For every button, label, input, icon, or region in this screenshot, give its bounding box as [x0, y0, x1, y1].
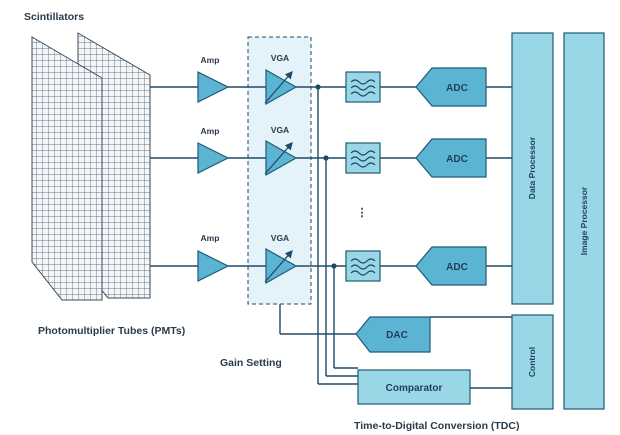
vga-channel-1: VGA — [264, 53, 298, 106]
adc-block-2: ADC — [415, 138, 487, 178]
amp-channel-2: Amp — [197, 126, 230, 174]
dac-block: DAC — [355, 316, 431, 353]
data-processor-label: Data Processor — [527, 136, 537, 199]
pmts-label: Photomultiplier Tubes (PMTs) — [38, 325, 185, 337]
vga-channel-3: VGA — [264, 233, 298, 285]
vga-label: VGA — [271, 53, 289, 63]
data-processor-block: Data Processor — [511, 32, 554, 305]
junction-dot — [315, 84, 321, 90]
adc-label: ADC — [446, 154, 468, 165]
amp-label: Amp — [201, 126, 220, 136]
control-block: Control — [511, 314, 554, 410]
vga-label: VGA — [271, 233, 289, 243]
vga-channel-2: VGA — [264, 125, 298, 177]
scintillators-label: Scintillators — [24, 11, 84, 23]
adc-label: ADC — [446, 262, 468, 273]
scintillator-panels — [31, 32, 151, 301]
comparator-block: Comparator — [357, 369, 471, 405]
amp-label: Amp — [201, 233, 220, 243]
bandpass-filter-icon — [345, 71, 381, 103]
vga-label: VGA — [271, 125, 289, 135]
channel-ellipsis: ⋮ — [357, 207, 368, 219]
dac-label: DAC — [386, 330, 408, 341]
adc-block-3: ADC — [415, 246, 487, 286]
bandpass-filter-icon — [345, 250, 381, 282]
amp-label: Amp — [201, 55, 220, 65]
amp-channel-1: Amp — [197, 55, 230, 103]
bandpass-filter-icon — [345, 142, 381, 174]
image-processor-label: Image Processor — [579, 186, 589, 255]
image-processor-block: Image Processor — [563, 32, 605, 410]
amp-channel-3: Amp — [197, 233, 230, 282]
junction-dot — [331, 263, 337, 269]
gain-setting-label: Gain Setting — [220, 357, 282, 369]
control-label: Control — [527, 347, 537, 377]
adc-block-1: ADC — [415, 67, 487, 107]
channel-wires — [150, 86, 512, 389]
tdc-label: Time-to-Digital Conversion (TDC) — [354, 420, 519, 432]
comparator-label: Comparator — [386, 383, 443, 394]
junction-dot — [323, 155, 329, 161]
adc-label: ADC — [446, 83, 468, 94]
